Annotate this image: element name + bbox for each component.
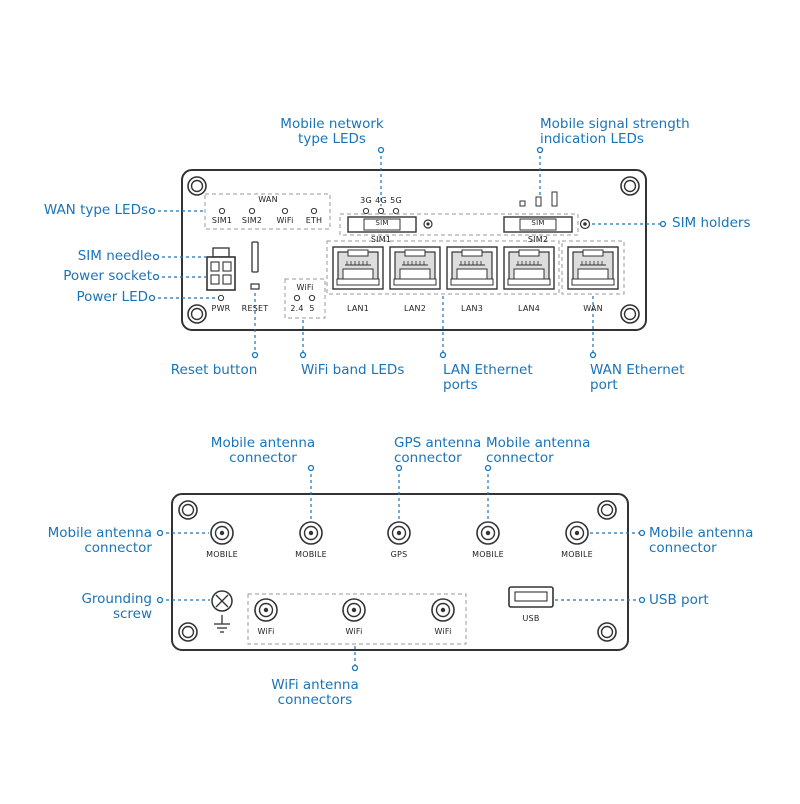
callout-mobile-antenna-top-right: Mobile antenna connector — [486, 435, 591, 466]
gps-connector — [387, 521, 411, 545]
callout-mobile-antenna-left: Mobile antenna connector — [47, 525, 152, 556]
wifi-title: WiFi — [296, 283, 314, 292]
grounding-screw — [211, 590, 233, 633]
sim2-label: SIM2 — [527, 235, 549, 244]
front-panel — [181, 169, 647, 331]
wifi-band-5-label: 5 — [309, 304, 315, 313]
sim-screw — [423, 219, 433, 229]
wan-group-title: WAN — [258, 195, 278, 204]
mobile-connector-1 — [210, 521, 234, 545]
wan-port-label: WAN — [583, 304, 603, 313]
pwr-label: PWR — [211, 304, 231, 313]
callout-mobile-network-type-leds: Mobile network type LEDs — [280, 116, 384, 147]
wifi-band-24-label: 2.4 — [290, 304, 304, 313]
lan2-port — [389, 246, 441, 290]
mobile-connector-2 — [299, 521, 323, 545]
callout-sim-holders: SIM holders — [672, 215, 751, 231]
callout-gps-antenna: GPS antenna connector — [394, 435, 482, 466]
lan2-label: LAN2 — [404, 304, 426, 313]
wifi-connector-label-3: WiFi — [434, 627, 452, 636]
lan1-label: LAN1 — [347, 304, 369, 313]
sim1-label: SIM1 — [370, 235, 392, 244]
wifi-connector-label-1: WiFi — [257, 627, 275, 636]
callout-usb-port: USB port — [649, 592, 709, 608]
wan-port — [567, 246, 619, 290]
mobile-label-3: MOBILE — [472, 550, 504, 559]
callout-dots — [148, 146, 667, 672]
callout-lines — [152, 150, 663, 668]
wan-leds — [218, 207, 318, 215]
wan-led-label-eth: ETH — [305, 216, 323, 225]
sim2-slot-label: SIM — [531, 219, 545, 227]
wan-led-label-wifi: WiFi — [276, 216, 294, 225]
callout-mobile-antenna-right: Mobile antenna connector — [649, 525, 754, 556]
mobile-label-1: MOBILE — [206, 550, 238, 559]
callout-wifi-antenna-connectors: WiFi antenna connectors — [271, 677, 359, 708]
callout-wifi-band-leds: WiFi band LEDs — [301, 362, 405, 378]
callout-power-led: Power LED — [76, 289, 148, 305]
network-led-label-4g: 4G — [375, 196, 387, 205]
lan4-port — [503, 246, 555, 290]
wifi-connector-1 — [254, 598, 278, 622]
callout-lan-ethernet-ports: LAN Ethernet ports — [443, 362, 533, 393]
usb-port — [508, 586, 554, 608]
gps-label: GPS — [390, 550, 408, 559]
callout-signal-strength-leds: Mobile signal strength indication LEDs — [540, 116, 690, 147]
wan-led-label-sim2: SIM2 — [241, 216, 263, 225]
lan1-port — [332, 246, 384, 290]
mobile-label-2: MOBILE — [295, 550, 327, 559]
callout-mobile-antenna-top-left: Mobile antenna connector — [210, 435, 316, 466]
wifi-connector-2 — [342, 598, 366, 622]
lan4-label: LAN4 — [518, 304, 540, 313]
usb-label: USB — [522, 614, 540, 623]
network-led-label-5g: 5G — [390, 196, 402, 205]
callout-sim-needle: SIM needle — [77, 248, 152, 264]
callout-wan-ethernet-port: WAN Ethernet port — [590, 362, 685, 393]
callout-power-socket: Power socket — [63, 268, 152, 284]
back-panel — [171, 493, 629, 651]
power-socket — [206, 247, 236, 291]
wifi-connector-3 — [431, 598, 455, 622]
callout-wan-type-leds: WAN type LEDs — [43, 202, 148, 218]
lan3-label: LAN3 — [461, 304, 483, 313]
sim2-holder — [503, 216, 573, 233]
mobile-connector-4 — [565, 521, 589, 545]
lan3-port — [446, 246, 498, 290]
reset-label: RESET — [241, 304, 269, 313]
mobile-connector-3 — [476, 521, 500, 545]
wan-led-label-sim1: SIM1 — [211, 216, 233, 225]
sim1-holder — [347, 216, 417, 233]
signal-strength-leds — [519, 191, 558, 207]
mobile-label-4: MOBILE — [561, 550, 593, 559]
callout-grounding-screw: Grounding screw — [81, 591, 152, 622]
network-led-label-3g: 3G — [360, 196, 372, 205]
callout-reset-button: Reset button — [170, 362, 258, 378]
sim1-slot-label: SIM — [375, 219, 389, 227]
wifi-connector-label-2: WiFi — [345, 627, 363, 636]
